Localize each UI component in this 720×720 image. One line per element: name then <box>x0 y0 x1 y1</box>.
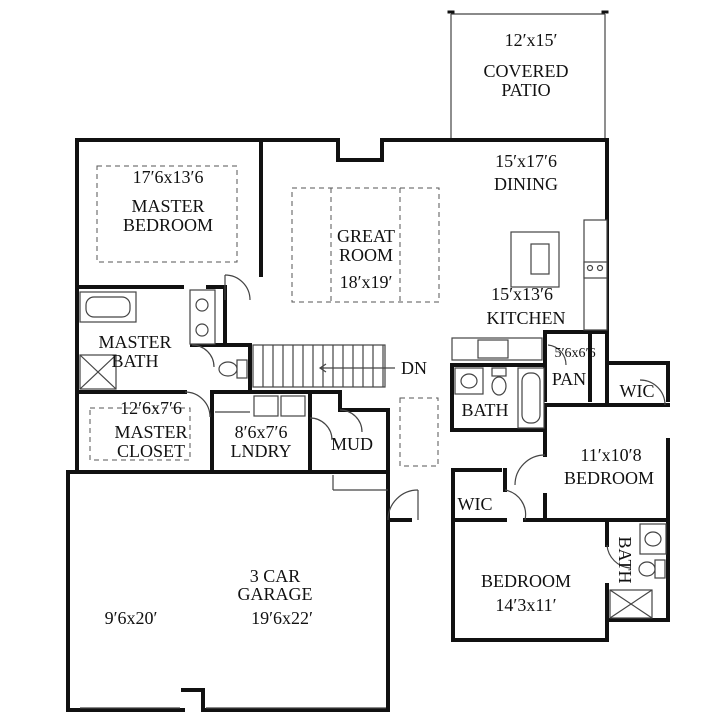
dining-dims: 15′x17′6 <box>495 151 557 171</box>
master-bath-name-1: MASTER <box>98 332 171 352</box>
wic-right-name: WIC <box>620 381 655 401</box>
kitchen-dims: 15′x13′6 <box>491 284 553 304</box>
interior-walls <box>75 138 670 642</box>
pantry-dims: 5′6x6′6 <box>554 346 595 361</box>
covered-patio <box>447 10 609 140</box>
wic-small-name: WIC <box>458 494 493 514</box>
master-bedroom-name-2: BEDROOM <box>123 215 213 235</box>
stairs-label: DN <box>401 358 427 378</box>
laundry-name: LNDRY <box>230 441 291 461</box>
bedroom-bottom-dims: 14′3x11′ <box>495 595 556 615</box>
garage-side-dims: 9′6x20′ <box>105 608 158 628</box>
patio-dims: 12′x15′ <box>505 30 558 50</box>
kitchen-name: KITCHEN <box>487 308 566 328</box>
great-room-dims: 18′x19′ <box>340 272 393 292</box>
dining-name: DINING <box>494 174 558 194</box>
stairs <box>252 344 395 388</box>
hall-bath-fixtures <box>454 367 545 429</box>
room-labels: 12′x15′ COVERED PATIO 15′x17′6 DINING 17… <box>98 30 654 628</box>
doors <box>184 274 666 569</box>
master-bedroom-dims: 17′6x13′6 <box>133 167 204 187</box>
master-closet-name-1: MASTER <box>114 422 187 442</box>
bedroom-bottom-name: BEDROOM <box>481 571 571 591</box>
master-closet-name-2: CLOSET <box>117 441 185 461</box>
right-bath-fixtures <box>609 523 667 619</box>
laundry-dims: 8′6x7′6 <box>235 422 288 442</box>
master-closet-dims: 12′6x7′6 <box>120 398 182 418</box>
bath-right-name: BATH <box>615 536 635 583</box>
garage-name-1: 3 CAR <box>250 566 301 586</box>
fireplace <box>336 138 384 162</box>
mud-name: MUD <box>331 434 373 454</box>
ceiling-outlines <box>89 165 440 467</box>
bedroom-right-dims: 11′x10′8 <box>580 445 641 465</box>
master-bedroom-name-1: MASTER <box>131 196 204 216</box>
laundry-fixtures <box>215 395 306 417</box>
patio-name-1: COVERED <box>484 61 569 81</box>
bedroom-right-name: BEDROOM <box>564 468 654 488</box>
patio-name-2: PATIO <box>501 80 550 100</box>
garage-main-dims: 19′6x22′ <box>251 608 313 628</box>
great-room-name-2: ROOM <box>339 245 393 265</box>
garage-name-2: GARAGE <box>238 584 313 604</box>
pantry-name: PAN <box>552 369 586 389</box>
great-room-name-1: GREAT <box>337 226 395 246</box>
master-bath-fixtures <box>79 289 248 390</box>
hall-bath-name: BATH <box>461 400 508 420</box>
master-bath-name-2: BATH <box>111 351 158 371</box>
kitchen-fixtures <box>451 219 608 361</box>
